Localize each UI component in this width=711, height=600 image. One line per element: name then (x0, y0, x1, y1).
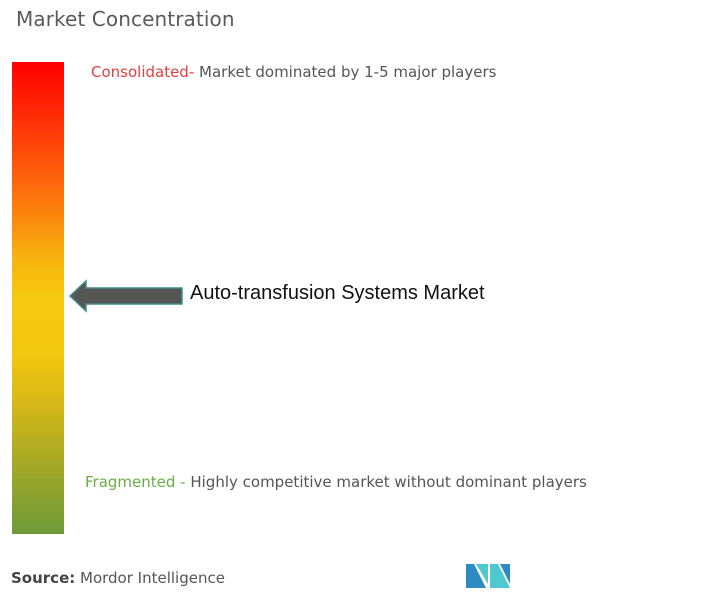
source-label: Source: (11, 569, 76, 587)
source-value: Mordor Intelligence (75, 569, 225, 587)
page-title: Market Concentration (16, 7, 235, 31)
consolidated-label: Consolidated- Market dominated by 1-5 ma… (91, 63, 496, 81)
mordor-intelligence-logo-icon (466, 564, 510, 588)
arrow-left-icon (68, 279, 183, 313)
market-name-label: Auto-transfusion Systems Market (190, 282, 485, 304)
consolidated-keyword: Consolidated (91, 63, 189, 81)
consolidated-description: Market dominated by 1-5 major players (194, 63, 497, 81)
concentration-gradient-bar (12, 62, 64, 534)
fragmented-label: Fragmented - Highly competitive market w… (85, 473, 587, 491)
fragmented-separator: - (175, 473, 186, 491)
source-attribution: Source: Mordor Intelligence (11, 569, 225, 587)
fragmented-keyword: Fragmented (85, 473, 176, 491)
consolidated-separator: - (188, 63, 195, 81)
fragmented-description: Highly competitive market without domina… (185, 473, 587, 491)
